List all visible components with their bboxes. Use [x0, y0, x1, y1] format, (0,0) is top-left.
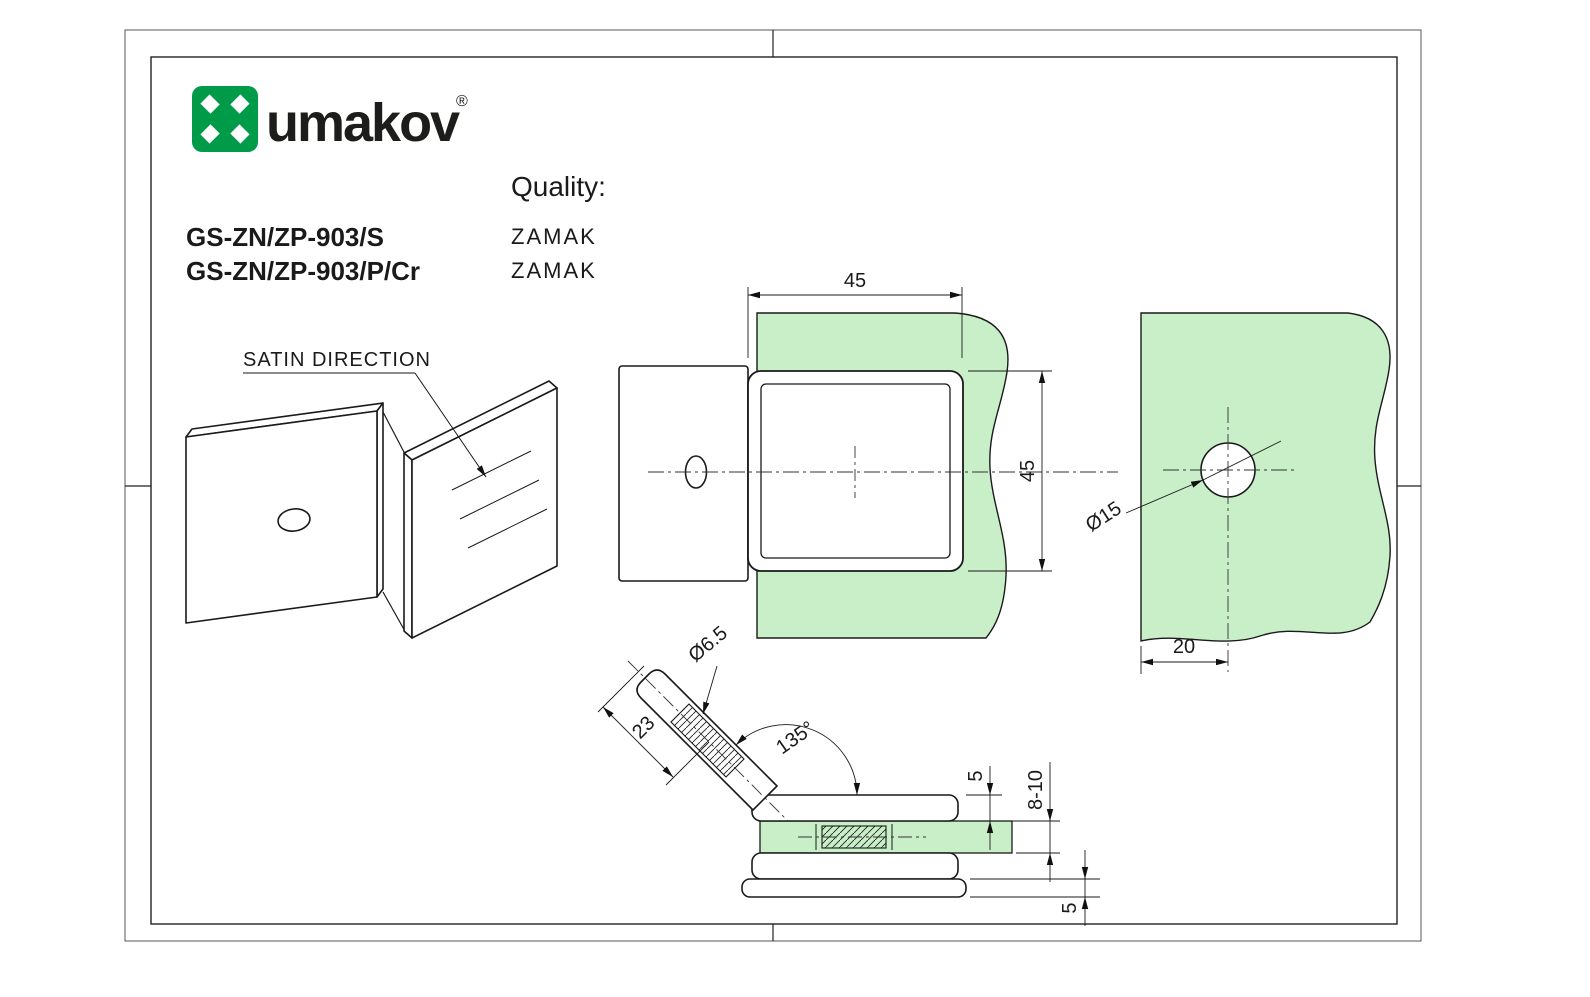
brand-name: umakov — [266, 93, 460, 153]
dim-glass-range — [1016, 762, 1060, 882]
frame — [124, 29, 1422, 942]
clamp-plate-bottom-section — [751, 852, 959, 880]
screw-dia-leader — [702, 665, 718, 715]
dim-plate-thickness — [966, 766, 1060, 850]
iso-front-plate-side — [376, 402, 384, 598]
hole-dia-leader — [1202, 440, 1282, 481]
product-code-1: GS-ZN/ZP-903/S — [186, 222, 384, 252]
satin-leader-arrow — [414, 372, 487, 478]
dim-hole-offset — [1140, 646, 1228, 674]
dim-tip-to-hole — [597, 665, 710, 786]
dim-front-width-value: 45 — [844, 270, 866, 292]
dim-front-width — [747, 287, 963, 358]
umakov-logo: umakov ® — [192, 86, 468, 153]
satin-lines — [451, 450, 548, 549]
hole-dia-arrow — [1125, 479, 1204, 514]
dim-hole-diameter-value: Ø15 — [1082, 497, 1126, 536]
dim-hole-offset-value: 20 — [1173, 636, 1195, 658]
dim-tip-to-hole-value: 23 — [628, 712, 659, 743]
dim-front-height-value: 45 — [1017, 460, 1039, 482]
quality-label: Quality: — [511, 171, 606, 202]
iso-spine-bottom — [382, 591, 407, 634]
glass-panel-hole-view — [1140, 312, 1391, 642]
iso-back-plate-side — [403, 452, 413, 639]
logo-center-notch — [205, 99, 245, 139]
dim-cover-thickness-value: 5 — [1059, 902, 1081, 913]
dim-plate-thickness-value: 5 — [965, 770, 987, 781]
dim-angle — [735, 724, 861, 796]
iso-back-plate-face — [411, 387, 558, 639]
front-view: 45 45 — [618, 270, 1118, 639]
dim-glass-range-value: 8-10 — [1025, 770, 1047, 810]
product-code-2: GS-ZN/ZP-903/P/Cr — [186, 256, 420, 286]
isometric-view — [185, 380, 558, 639]
cover-plate-section — [741, 878, 967, 898]
dim-front-height — [968, 370, 1052, 572]
product-info: Quality: GS-ZN/ZP-903/S ZAMAK GS-ZN/ZP-9… — [186, 171, 606, 286]
section-view: Ø6.5 23 135° 5 — [597, 622, 1100, 926]
iso-spine-top — [382, 411, 406, 455]
clamp-back-plate-front — [618, 365, 749, 582]
iso-hole — [277, 508, 311, 532]
arm-centerline — [627, 660, 789, 822]
satin-direction-label: SATIN DIRECTION — [243, 349, 431, 371]
product-quality-1: ZAMAK — [511, 224, 597, 249]
registered-mark: ® — [456, 93, 468, 110]
clamp-plate-top-section — [751, 794, 959, 822]
clamp-front-plate-inner-edge — [760, 383, 951, 559]
clamp-front-plate — [747, 370, 964, 572]
satin-direction-callout: SATIN DIRECTION — [243, 349, 487, 478]
hole-view: Ø15 20 — [1082, 312, 1391, 674]
dim-angle-value: 135° — [772, 717, 819, 759]
product-quality-2: ZAMAK — [511, 258, 597, 283]
dim-screw-diameter-value: Ø6.5 — [684, 622, 731, 667]
dim-cover-thickness — [970, 850, 1100, 926]
